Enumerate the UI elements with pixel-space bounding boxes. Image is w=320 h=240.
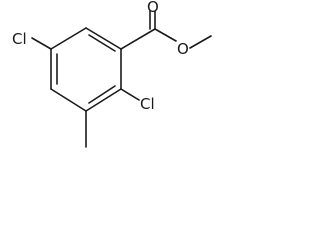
ester-oxygen-bond (154, 28, 177, 42)
ring-double-bond-1 (88, 34, 116, 52)
ring-bond-1 (85, 27, 122, 50)
ring-bond-6 (50, 27, 87, 50)
ring-bond-4 (50, 88, 87, 112)
chlorine-ortho-label: Cl (140, 95, 155, 113)
ring-bond-3 (85, 88, 122, 112)
ring-double-bond-2 (88, 85, 116, 104)
carbonyl-oxygen-label: O (147, 0, 159, 16)
chemical-structure: O O Cl Cl (12, 0, 212, 148)
chlorine-ortho-bond (120, 88, 140, 101)
ester-carbon-bond (120, 28, 156, 50)
chlorine-meta-bond (31, 37, 52, 50)
chlorine-meta-label: Cl (12, 30, 27, 48)
ester-oxygen-label: O (177, 40, 189, 58)
methoxy-bond (189, 35, 212, 49)
